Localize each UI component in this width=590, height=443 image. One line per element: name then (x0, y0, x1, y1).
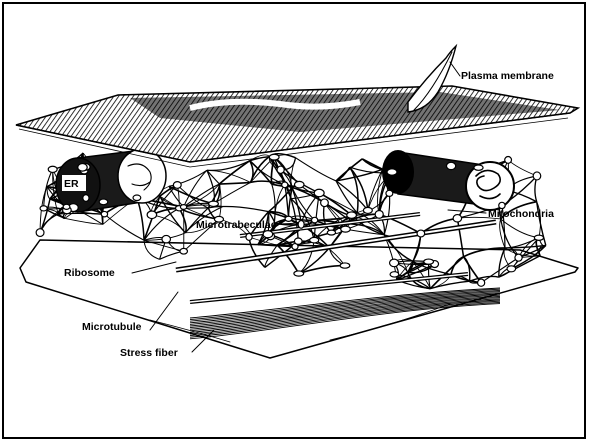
filament (137, 198, 144, 240)
filament (219, 182, 250, 184)
ribosome-dot (294, 238, 302, 244)
label-microtubule: Microtubule (82, 321, 142, 333)
ribosome-dot (133, 195, 141, 201)
plasma-membrane-sheet (16, 46, 578, 167)
ribosome-dot (294, 181, 303, 188)
filament (295, 158, 336, 181)
ribosome-dot (282, 182, 288, 188)
filament (457, 218, 463, 256)
filament (336, 181, 357, 213)
ribosome-dot (505, 157, 512, 164)
ribosome-dot (390, 272, 399, 277)
ribosome-dot (209, 201, 219, 206)
ribosome-dot (446, 162, 455, 169)
ribosome-dot (263, 231, 273, 238)
ribosome-dot (375, 210, 383, 218)
ribosome-dot (147, 211, 156, 219)
ribosome-dot (390, 259, 399, 267)
ribosome-dot (387, 169, 397, 175)
filament (362, 159, 382, 169)
ribosome-dot (327, 230, 335, 235)
filament (501, 219, 539, 238)
ribosome-dot (40, 206, 47, 211)
ribosome-dot (534, 235, 543, 240)
ribosome-dot (99, 199, 108, 205)
label-ribosome: Ribosome (64, 267, 115, 279)
ribosome-dot (63, 204, 70, 209)
ribosome-dot (311, 217, 317, 223)
ribosome-dot (474, 165, 483, 170)
mitochondrion (382, 150, 514, 210)
ribosome-dot (78, 164, 87, 172)
ribosome-dot (162, 235, 171, 242)
ribosome-dot (277, 166, 284, 173)
ribosome-dot (36, 229, 44, 237)
stress-fiber-strand (190, 295, 500, 327)
ribosome-dot (363, 207, 372, 213)
filament (223, 206, 269, 211)
filament (207, 170, 220, 184)
ribosome-dot (321, 199, 329, 207)
filament (40, 199, 50, 233)
ribosome-dot (180, 205, 186, 210)
label-plasma-membrane: Plasma membrane (461, 70, 554, 82)
ribosome-dot (533, 172, 541, 180)
ribosome-dot (48, 166, 57, 172)
label-er: ER (64, 178, 79, 190)
filament (152, 215, 185, 233)
ribosome-dot (269, 154, 279, 160)
ribosome-dot (314, 189, 324, 196)
ribosome-dot (424, 259, 434, 264)
ribosome-dot (180, 248, 187, 254)
ribosome-dot (340, 263, 350, 268)
filament (314, 193, 319, 240)
ribosome-dot (507, 266, 516, 272)
ribosome-dot (173, 182, 181, 189)
ribosome-dot (341, 226, 351, 232)
ribosome-dot (285, 216, 292, 221)
ribosome-dot (83, 195, 89, 202)
ribosome-dot (453, 215, 461, 222)
label-stress-fiber: Stress fiber (120, 347, 178, 359)
ribosome-dot (310, 237, 319, 243)
filament (508, 160, 537, 176)
ribosome-dot (417, 230, 425, 237)
ribosome-dot (386, 190, 393, 196)
label-microtrabeculae: Microtrabeculae (196, 219, 277, 231)
ribosome-dot (298, 220, 304, 228)
label-mitochondria: Mitochondria (488, 208, 554, 220)
ribosome-dot (347, 212, 357, 218)
ribosome-dot (478, 279, 485, 286)
ribosome-dot (294, 271, 304, 276)
ribosome-dot (515, 254, 522, 261)
ribosome-dot (101, 211, 107, 216)
